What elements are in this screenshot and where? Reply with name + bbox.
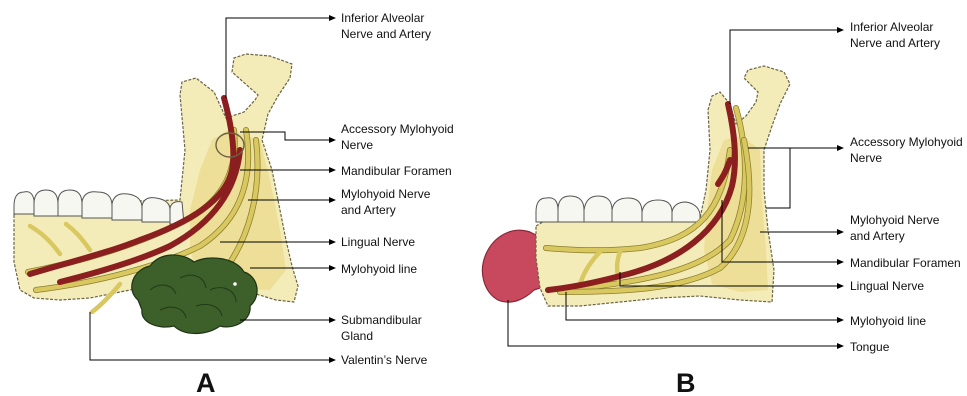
panel-b-label-mylohyoid-nerve-2: and Artery [850, 229, 905, 243]
panel-a-label-accessory-mylohyoid-1: Accessory Mylohyoid [341, 122, 454, 136]
panel-a-label-inferior-alveolar-2: Nerve and Artery [341, 27, 431, 41]
panel-b-label-inferior-alveolar-1: Inferior Alveolar [850, 20, 933, 34]
panel-b-teeth [536, 196, 700, 222]
panel-a-label-mylohyoid-line: Mylohyoid line [341, 262, 417, 276]
panel-a-label-mylohyoid-nerve-2: and Artery [341, 203, 396, 217]
panel-a-label-mandibular-foramen: Mandibular Foramen [341, 164, 452, 178]
panel-b-label-tongue: Tongue [850, 340, 890, 354]
panel-a-letter: A [196, 368, 216, 396]
panel-a-label-inferior-alveolar-1: Inferior Alveolar [341, 11, 424, 25]
panel-a: Inferior Alveolar Nerve and Artery Acces… [14, 11, 454, 396]
panel-a-label-lingual-nerve: Lingual Nerve [341, 235, 415, 249]
panel-b: Inferior Alveolar Nerve and Artery Acces… [482, 20, 962, 396]
panel-a-label-valentins-nerve: Valentin’s Nerve [341, 353, 428, 367]
panel-b-arrowheads [837, 27, 844, 349]
panel-a-label-submandibular-1: Submandibular [341, 313, 422, 327]
panel-b-label-accessory-mylohyoid-1: Accessory Mylohyoid [850, 135, 963, 149]
panel-a-label-accessory-mylohyoid-2: Nerve [341, 138, 373, 152]
panel-b-label-inferior-alveolar-2: Nerve and Artery [850, 36, 940, 50]
panel-a-label-submandibular-2: Gland [341, 329, 373, 343]
panel-b-label-accessory-mylohyoid-2: Nerve [850, 151, 882, 165]
panel-b-label-mylohyoid-line: Mylohyoid line [850, 314, 926, 328]
panel-a-arrowheads [329, 15, 336, 363]
panel-b-label-mylohyoid-nerve-1: Mylohyoid Nerve [850, 213, 940, 227]
panel-a-label-mylohyoid-nerve-1: Mylohyoid Nerve [341, 187, 431, 201]
panel-b-label-mandibular-foramen: Mandibular Foramen [850, 256, 961, 270]
panel-a-submandibular-gland [132, 255, 257, 334]
panel-b-label-lingual-nerve: Lingual Nerve [850, 279, 924, 293]
panel-b-letter: B [676, 368, 696, 396]
